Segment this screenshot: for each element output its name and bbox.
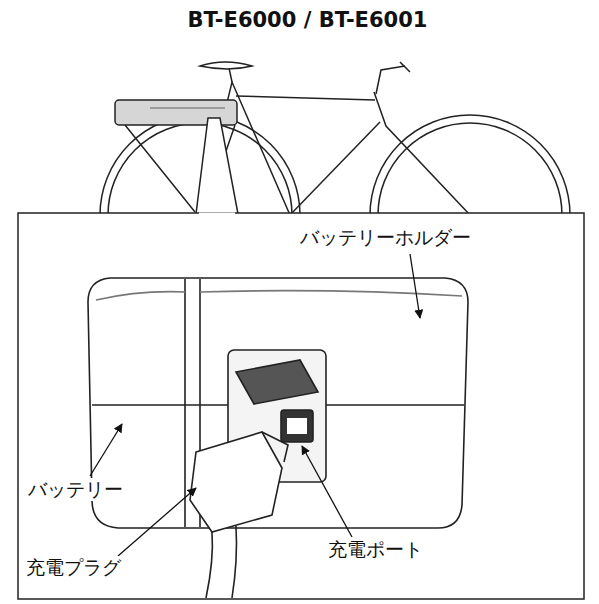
zoom-wedge [196,118,238,214]
wedge-join [199,213,235,216]
part-label: 充電プラグ [24,556,123,579]
title: BT-E6000 / BT-E6001 [188,8,428,33]
charging-plug-drawing [190,432,288,598]
inset-frame [18,213,584,599]
part-label: 充電ポート [326,538,425,561]
leader-lines [90,254,420,556]
part-label: バッテリー [26,478,125,501]
part-label: バッテリーホルダー [298,226,473,249]
